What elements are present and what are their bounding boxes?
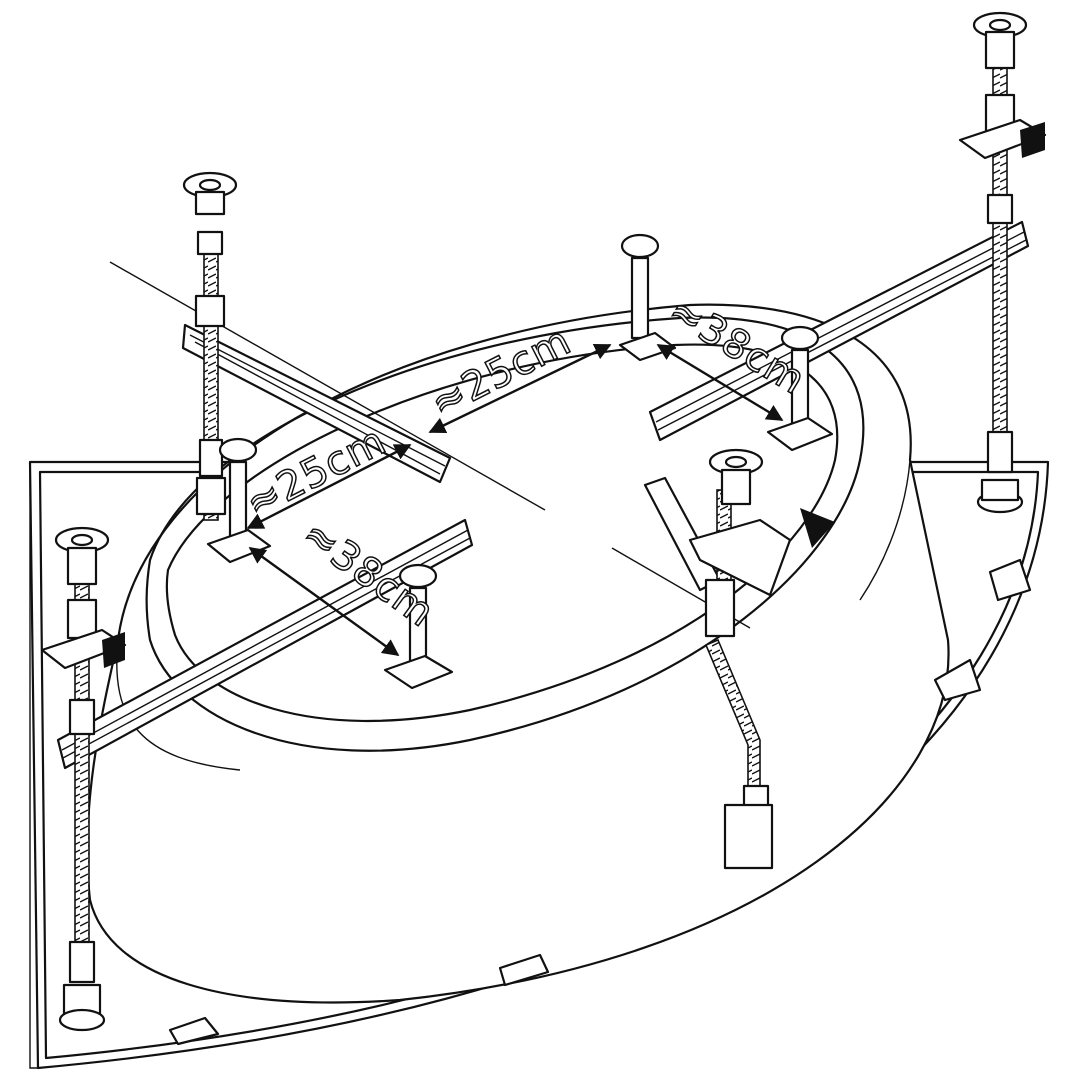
dimension-arrows <box>246 343 784 656</box>
support-post-top <box>618 233 677 362</box>
adjustable-foot-upper-left <box>182 171 238 516</box>
support-post-upper-right <box>766 325 834 452</box>
direction-pointer-icon <box>800 508 835 548</box>
support-post-lower <box>383 563 454 690</box>
adjustable-foot-front <box>688 448 792 870</box>
frame-rail-upper-left <box>181 323 452 484</box>
rim-clips <box>168 558 1032 1046</box>
adjustable-foot-lower-left <box>40 526 127 1032</box>
adjustable-foot-upper-right <box>958 11 1047 514</box>
